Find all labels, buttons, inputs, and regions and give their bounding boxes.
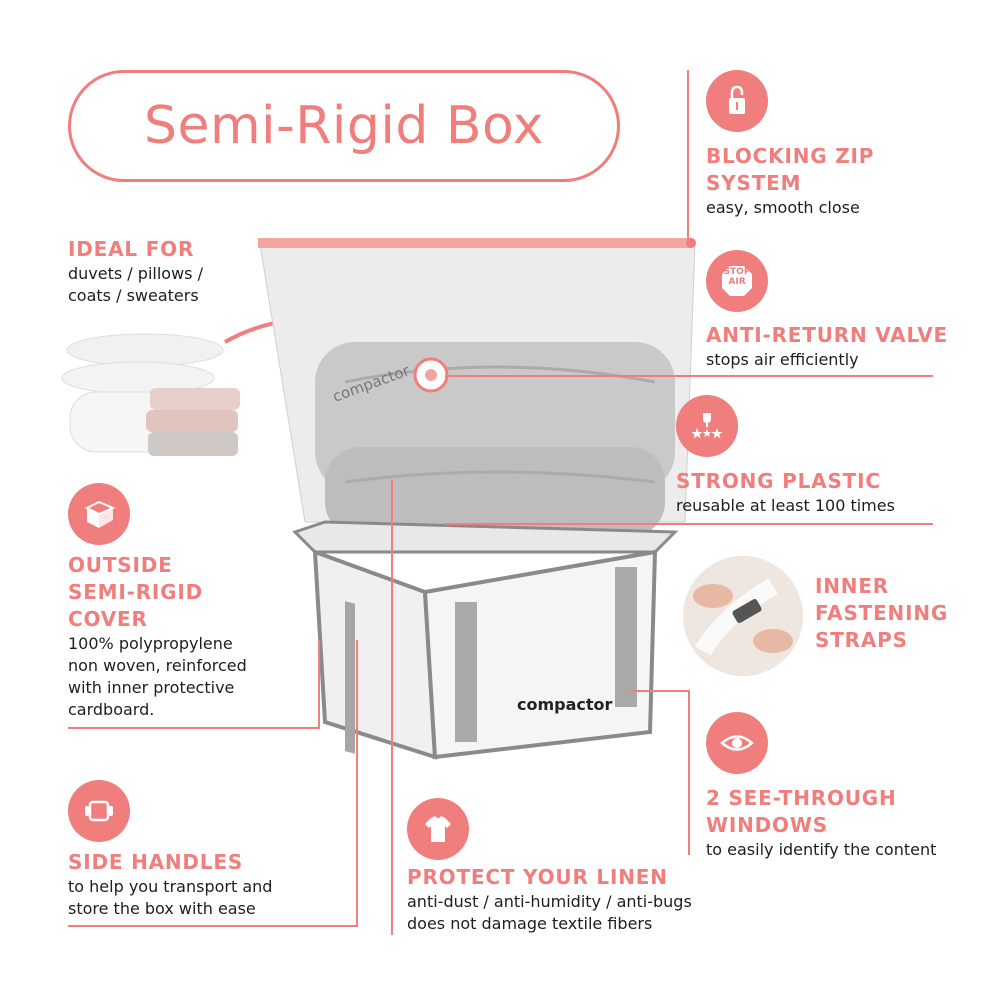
stop-air-icon-text1: STOP [723, 267, 751, 277]
product-image: compactor compactor [255, 232, 705, 762]
see-through-heading-2: WINDOWS [706, 813, 828, 837]
anti-return-heading: ANTI-RETURN VALVE [706, 323, 948, 347]
blocking-zip-desc: easy, smooth close [706, 198, 860, 217]
protect-linen-block: PROTECT YOUR LINEN anti-dust / anti-humi… [407, 864, 692, 935]
blocking-zip-block: BLOCKING ZIP SYSTEM easy, smooth close [706, 143, 874, 219]
stop-air-icon-text2: AIR [728, 277, 746, 287]
box-logo-text: compactor [517, 695, 613, 714]
box-cover-icon [68, 483, 130, 545]
anti-return-block: ANTI-RETURN VALVE stops air efficiently [706, 322, 948, 371]
straps-image [683, 556, 803, 676]
outside-cover-leader-h [68, 727, 320, 729]
outside-cover-leader-v [318, 640, 320, 729]
see-through-heading-1: 2 SEE-THROUGH [706, 786, 897, 810]
side-handles-line1: to help you transport and [68, 877, 273, 896]
blocking-zip-heading-1: BLOCKING ZIP [706, 144, 875, 168]
inner-straps-block: INNER FASTENING STRAPS [815, 573, 948, 654]
outside-cover-line4: cardboard. [68, 700, 155, 719]
side-handles-heading: SIDE HANDLES [68, 850, 244, 874]
outside-cover-heading-1: OUTSIDE [68, 553, 173, 577]
outside-cover-heading-3: COVER [68, 607, 148, 631]
tshirt-icon [407, 798, 469, 860]
outside-cover-block: OUTSIDE SEMI-RIGID COVER 100% polypropyl… [68, 552, 247, 721]
strong-plastic-leader [445, 523, 933, 525]
page-title: Semi-Rigid Box [143, 96, 545, 156]
see-through-desc: to easily identify the content [706, 840, 937, 859]
eye-icon [706, 712, 768, 774]
blocking-zip-heading-2: SYSTEM [706, 171, 802, 195]
side-handles-line2: store the box with ease [68, 899, 256, 918]
anti-return-leader [445, 375, 933, 377]
outside-cover-heading-2: SEMI-RIGID [68, 580, 204, 604]
strong-plastic-desc: reusable at least 100 times [676, 496, 895, 515]
protect-linen-heading: PROTECT YOUR LINEN [407, 865, 668, 889]
windows-leader-v [688, 690, 690, 855]
side-handles-leader-h [68, 925, 358, 927]
inner-straps-heading-2: FASTENING [815, 601, 949, 625]
ideal-for-block: IDEAL FOR duvets / pillows / coats / swe… [68, 236, 203, 307]
ideal-for-line1: duvets / pillows / [68, 264, 203, 283]
outside-cover-line3: with inner protective [68, 678, 235, 697]
outside-cover-line1: 100% polypropylene [68, 634, 233, 653]
zipper-icon [706, 70, 768, 132]
protect-linen-line1: anti-dust / anti-humidity / anti-bugs [407, 892, 692, 911]
protect-linen-line2: does not damage textile fibers [407, 914, 653, 933]
outside-cover-line2: non woven, reinforced [68, 656, 247, 675]
title-pill: Semi-Rigid Box [68, 70, 620, 182]
side-handles-block: SIDE HANDLES to help you transport and s… [68, 849, 272, 920]
windows-leader-h [630, 690, 690, 692]
strong-plastic-heading: STRONG PLASTIC [676, 469, 881, 493]
inner-straps-heading-3: STRAPS [815, 628, 908, 652]
zip-leader [687, 70, 689, 240]
side-handles-leader-v [356, 640, 358, 927]
stop-air-icon: STOP AIR [706, 250, 768, 312]
pillows-sweaters-image [60, 330, 250, 470]
anti-return-desc: stops air efficiently [706, 350, 859, 369]
ideal-for-line2: coats / sweaters [68, 286, 199, 305]
trophy-stars-icon [676, 395, 738, 457]
ideal-for-heading: IDEAL FOR [68, 237, 195, 261]
handles-icon [68, 780, 130, 842]
protect-linen-leader [391, 480, 393, 935]
strong-plastic-block: STRONG PLASTIC reusable at least 100 tim… [676, 468, 895, 517]
see-through-block: 2 SEE-THROUGH WINDOWS to easily identify… [706, 785, 936, 861]
inner-straps-heading-1: INNER [815, 574, 889, 598]
